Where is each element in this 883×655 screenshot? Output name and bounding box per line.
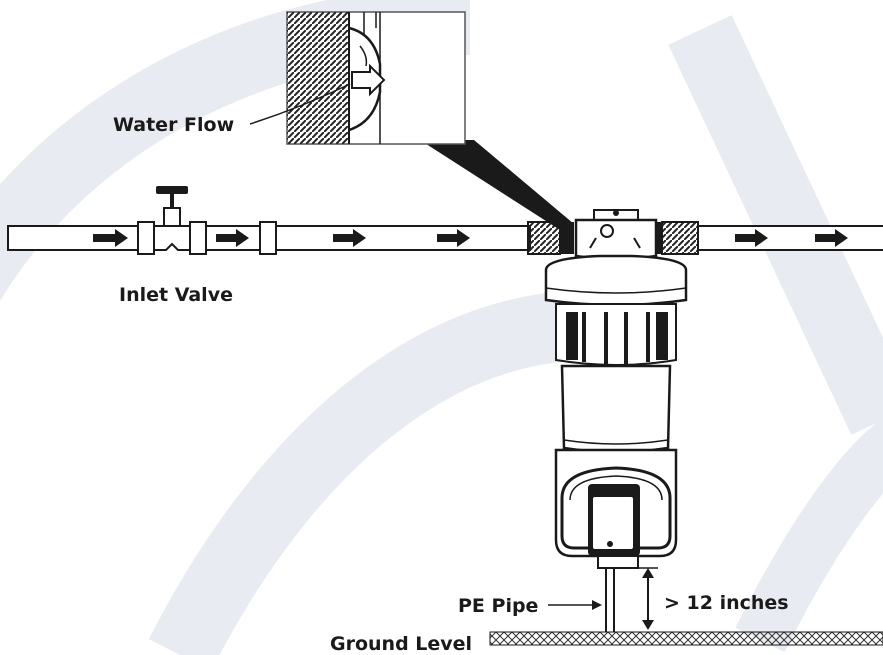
flow-arrow-icon	[333, 229, 366, 247]
distance-label: > 12 inches	[664, 592, 789, 614]
callout-leader	[420, 140, 574, 230]
flow-arrows	[93, 229, 848, 247]
inset-zoom	[286, 11, 466, 145]
pe-pipe-leader	[548, 600, 602, 610]
valve-handle-icon	[156, 186, 188, 194]
flow-arrow-icon	[735, 229, 768, 247]
inlet-valve	[137, 186, 207, 255]
inlet-fitting	[527, 221, 574, 255]
valve-stem	[170, 194, 174, 208]
flow-arrow-icon	[815, 229, 848, 247]
water-flow-leader	[249, 83, 351, 125]
flow-arrow-icon	[437, 229, 470, 247]
pe-pipe	[605, 568, 615, 632]
ground-level-label: Ground Level	[330, 633, 472, 655]
flow-arrow-icon	[216, 229, 249, 247]
drain-valve	[588, 484, 640, 569]
ground-hatch	[489, 631, 883, 646]
water-flow-label: Water Flow	[113, 114, 234, 136]
flow-arrow-icon	[93, 229, 128, 247]
inlet-valve-label: Inlet Valve	[119, 284, 233, 306]
dimension-arrow-icon	[638, 567, 658, 630]
pe-pipe-label: PE Pipe	[458, 595, 538, 617]
filter-head	[574, 209, 658, 261]
union-nut	[259, 221, 277, 255]
outlet-pipe	[697, 225, 883, 251]
filter-bowl	[544, 254, 688, 558]
